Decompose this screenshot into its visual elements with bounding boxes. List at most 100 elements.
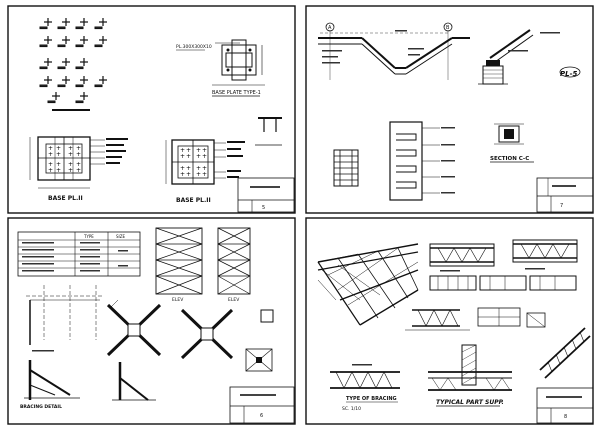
anchor-bolt-icon: +	[68, 151, 73, 158]
inclined-truss	[539, 327, 591, 379]
pl-ellipse	[559, 66, 581, 78]
bracing-elevation-a	[155, 227, 203, 295]
table-header-type: TYPE	[83, 234, 94, 239]
plate-mark-tag	[57, 66, 66, 70]
sheet-bottom-left-frame	[7, 217, 296, 425]
anchor-bolt-icon: +	[202, 147, 207, 154]
title-block-top-left	[237, 177, 295, 213]
sheet-bottom-right-frame	[305, 217, 594, 425]
elev-caption-b: ELEV	[228, 297, 240, 303]
sheet-top-right: A B PL-5	[318, 22, 594, 213]
bracing-base-detail	[24, 360, 80, 400]
cross-bracing-connection-a	[106, 299, 162, 357]
base-plate-type-1	[212, 39, 265, 86]
truss-detail-caption: TYPE OF BRACING	[346, 396, 397, 402]
anchor-bolt-icon: +	[186, 171, 191, 178]
base-pl-right-caption: BASE PL.II	[176, 197, 211, 204]
cross-bracing-connection-b	[180, 308, 234, 360]
title-block-bottom-right	[536, 387, 594, 424]
small-truss	[405, 309, 470, 331]
plate-mark-tag	[39, 66, 48, 70]
anchor-bolt-icon: +	[68, 167, 73, 174]
step-plan	[333, 149, 359, 187]
anchor-bolt-icon: +	[76, 167, 81, 174]
detail-frame-small	[477, 307, 521, 327]
stair-base-detail	[478, 29, 560, 85]
plate-mark-tag	[75, 100, 84, 104]
truss-perspective	[317, 243, 419, 326]
plate-mark-tag	[75, 66, 84, 70]
anchor-bolt-icon: +	[196, 147, 201, 154]
base-plate-plan-left: ++++++++++++++++	[29, 136, 128, 189]
anchor-bolt-icon: +	[196, 171, 201, 178]
plate-mark-tag	[94, 44, 103, 48]
plate-spec-label: PL.300X300X10	[176, 44, 212, 50]
typical-supp-caption: TYPICAL PART SUPP.	[436, 399, 504, 406]
anchor-bolt-icon: +	[180, 153, 185, 160]
grid-bubble-b	[443, 22, 453, 32]
grid-label-a: A	[328, 25, 332, 31]
base-plate-type-caption: BASE PLATE TYPE-1	[212, 90, 261, 96]
scale-caption: SC. 1/10	[342, 406, 361, 412]
schedule-table	[17, 231, 141, 277]
sheet-number-6: 6	[260, 413, 263, 419]
column-connection-detail	[112, 362, 156, 401]
truss-elevation-2	[512, 239, 578, 270]
truss-elevation-bottom	[330, 364, 400, 389]
anchor-bolt-icon: +	[180, 171, 185, 178]
plate-mark-tag	[94, 84, 103, 88]
sheet-number-8: 8	[564, 414, 567, 420]
anchor-bolt-icon: +	[56, 161, 61, 168]
anchor-bolt-icon: +	[76, 161, 81, 168]
anchor-bolt-icon: +	[186, 147, 191, 154]
anchor-bolt-icon: +	[196, 165, 201, 172]
anchor-bolt-icon: +	[48, 167, 53, 174]
base-plate-plan-right: ++++++++++++++++	[165, 139, 245, 185]
anchor-bolt-icon: +	[76, 145, 81, 152]
plate-detail-square	[245, 348, 273, 372]
plate-mark-tag	[39, 26, 48, 30]
plate-mark-tag	[47, 100, 56, 104]
grid-bubble-a	[325, 22, 335, 32]
anchor-bolt-icon: +	[180, 147, 185, 154]
pl-label: PL-5	[560, 70, 577, 78]
anchor-bolt-icon: +	[196, 153, 201, 160]
plate-mark-tag	[94, 26, 103, 30]
base-pl-left-caption: BASE PL.II	[48, 195, 83, 202]
plate-mark-tag	[75, 44, 84, 48]
bracing-detail-caption: BRACING DETAIL	[20, 404, 62, 410]
section-cc-caption: SECTION C-C	[490, 156, 529, 162]
sheet-top-right-frame	[305, 5, 594, 214]
title-block-bottom-left	[229, 386, 295, 424]
anchor-bolt-icon: +	[48, 151, 53, 158]
sheet-number-5: 5	[262, 205, 265, 211]
anchor-bolt-icon: +	[48, 161, 53, 168]
anchor-bolt-icon: +	[180, 165, 185, 172]
anchor-bolt-icon: +	[48, 145, 53, 152]
sheet-top-left-frame	[7, 5, 296, 214]
sheet-bottom-right: TYPE OF BRACING SC. 1/10 TYPICAL PART SU…	[317, 239, 594, 424]
plate-mark-tag	[57, 84, 66, 88]
anchor-bolt-icon: +	[202, 165, 207, 172]
detail-frame-small-2	[526, 312, 546, 328]
plate-mark-tag	[39, 84, 48, 88]
gusset-detail	[260, 309, 274, 323]
anchor-bolt-icon: +	[56, 151, 61, 158]
typical-support-detail	[428, 344, 512, 391]
anchor-bolt-icon: +	[202, 153, 207, 160]
anchor-bolt-icon: +	[202, 171, 207, 178]
sheet-frames	[7, 5, 594, 425]
truss-elevation-3	[429, 275, 577, 291]
table-header-size: SIZE	[116, 234, 125, 239]
anchor-bolt-icon: +	[186, 165, 191, 172]
sheet-number-7: 7	[560, 203, 563, 209]
anchor-bolt-icon: +	[76, 151, 81, 158]
anchor-bolt-icon: +	[68, 161, 73, 168]
anchor-bolt-icon: +	[56, 145, 61, 152]
plate-mark-tag	[57, 44, 66, 48]
plate-mark-tag	[75, 26, 84, 30]
plate-mark-tag	[75, 84, 84, 88]
section-cc	[494, 123, 524, 145]
stiffener-detail	[255, 117, 282, 146]
